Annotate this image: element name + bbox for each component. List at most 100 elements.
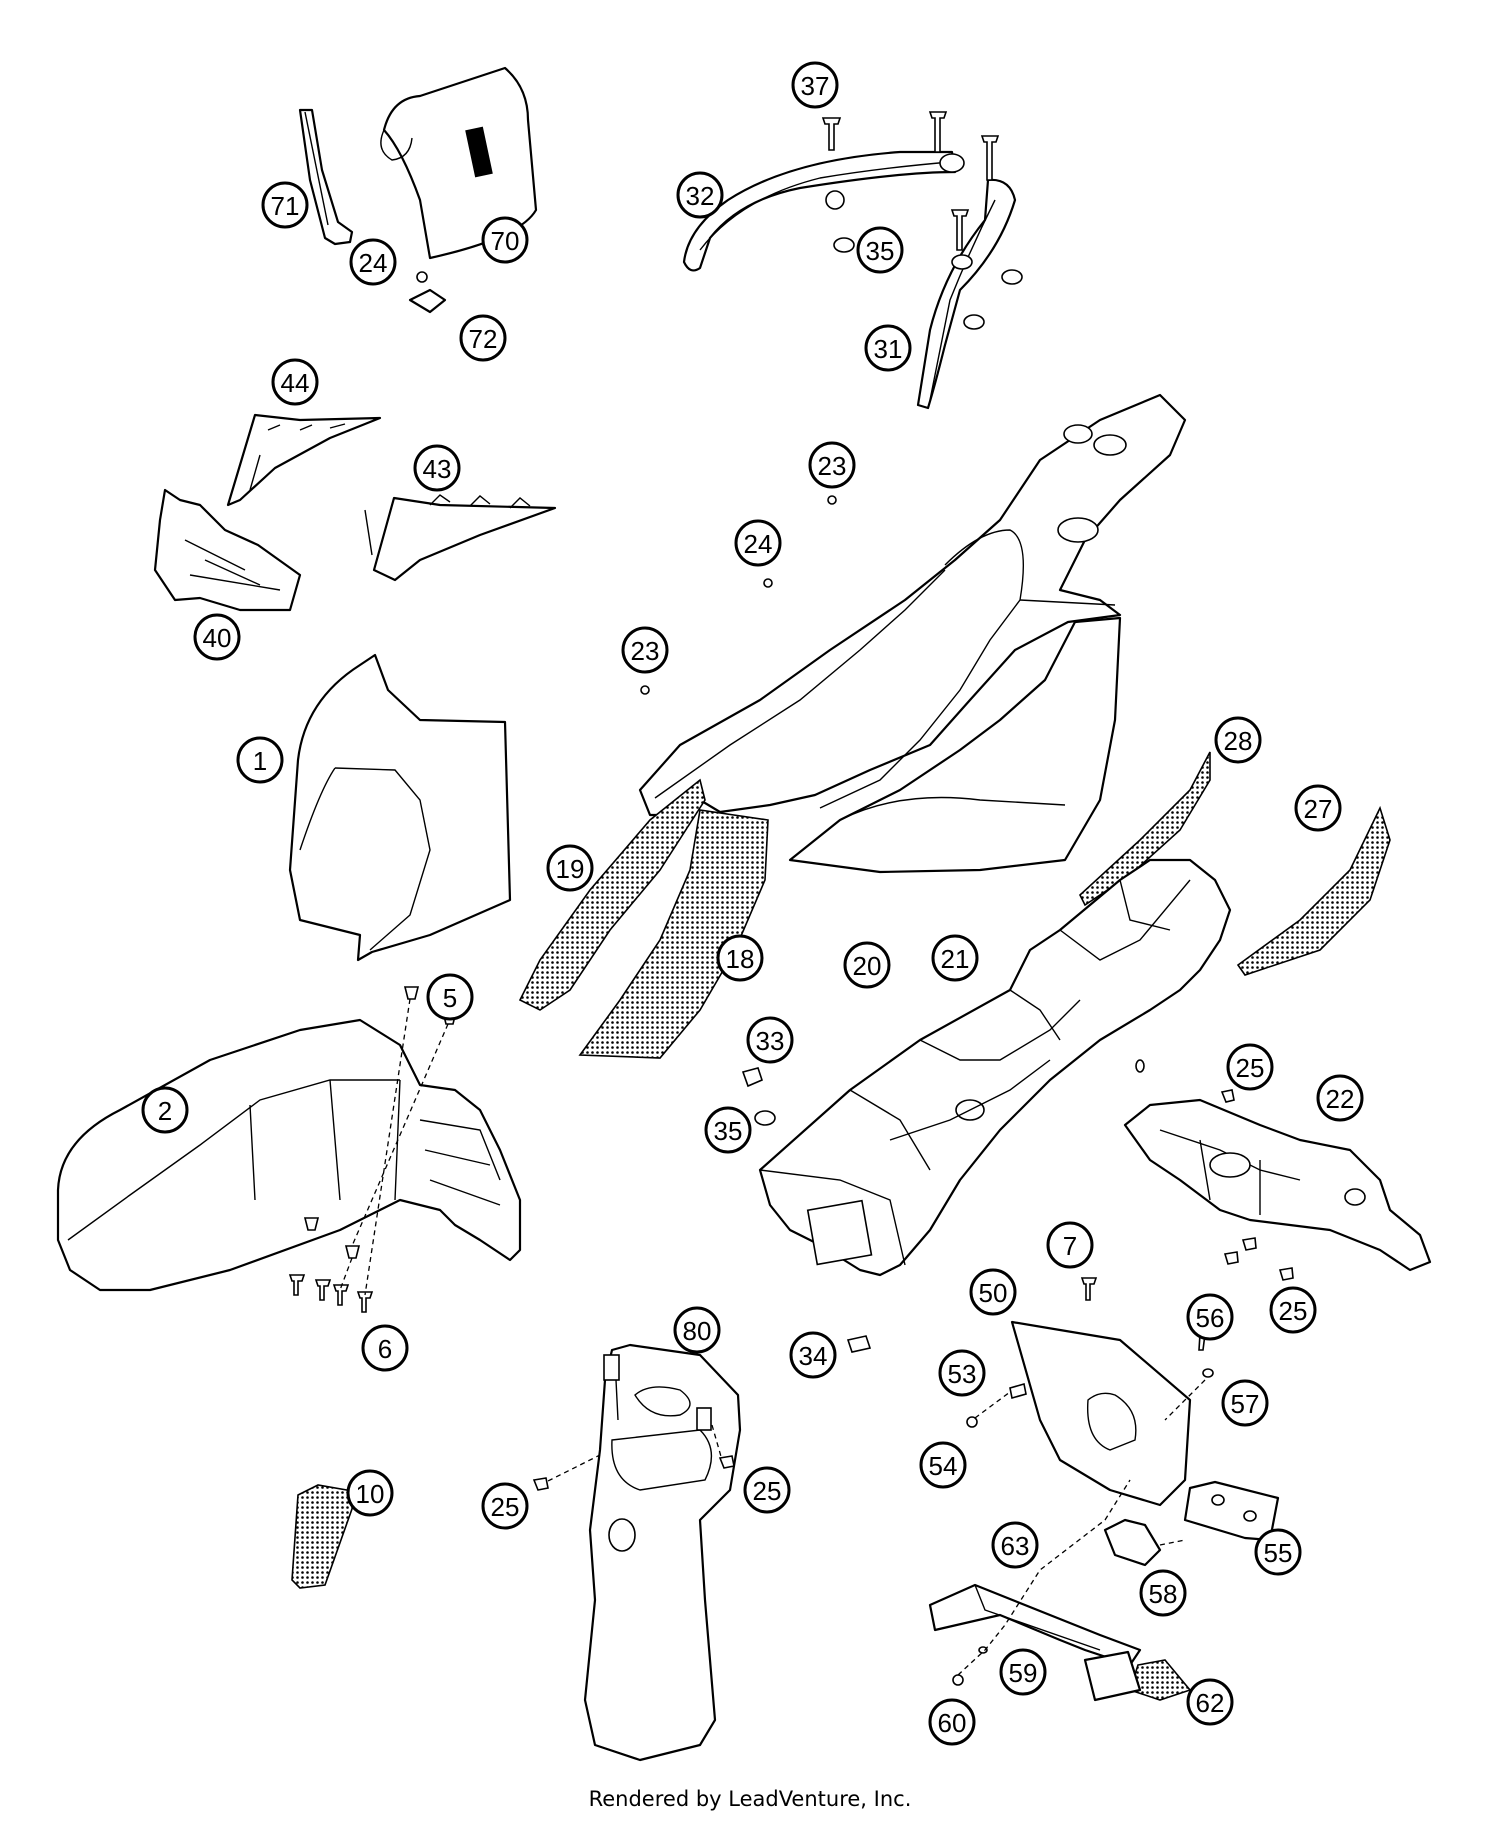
callout-18: 18 — [716, 934, 764, 982]
callout-label: 35 — [714, 1116, 743, 1146]
callout-59: 59 — [999, 1648, 1047, 1696]
part-decal-27 — [1236, 805, 1391, 976]
part-rear-mudflap — [1123, 1089, 1432, 1281]
part-tank-clips — [640, 495, 837, 695]
callout-label: 72 — [469, 324, 498, 354]
callout-label: 34 — [799, 1341, 828, 1371]
callout-label: 25 — [753, 1476, 782, 1506]
callout-label: 21 — [941, 944, 970, 974]
callout-35: 35 — [856, 226, 904, 274]
part-plate-light — [1183, 1480, 1280, 1542]
callout-71: 71 — [261, 181, 309, 229]
callout-label: 28 — [1224, 726, 1253, 756]
callout-25: 25 — [1269, 1286, 1317, 1334]
callout-50: 50 — [969, 1268, 1017, 1316]
callout-label: 10 — [356, 1479, 385, 1509]
callout-22: 22 — [1316, 1074, 1364, 1122]
callout-32: 32 — [676, 171, 724, 219]
part-decal-28 — [1079, 751, 1211, 907]
callout-60: 60 — [928, 1698, 976, 1746]
callout-63: 63 — [991, 1521, 1039, 1569]
callout-2: 2 — [141, 1086, 189, 1134]
callout-label: 55 — [1264, 1538, 1293, 1568]
part-strap — [298, 108, 354, 246]
callout-label: 54 — [929, 1451, 958, 1481]
callout-label: 57 — [1231, 1389, 1260, 1419]
callout-1: 1 — [236, 736, 284, 784]
parts-diagram: 3732353171702472444340232423128271920182… — [56, 61, 1432, 1762]
callout-57: 57 — [1221, 1379, 1269, 1427]
part-rear-fender-subframe — [758, 858, 1232, 1277]
callout-label: 53 — [948, 1359, 977, 1389]
callout-37: 37 — [791, 61, 839, 109]
callout-label: 58 — [1149, 1579, 1178, 1609]
part-grab-handle-right — [916, 178, 1017, 410]
callout-33: 33 — [746, 1016, 794, 1064]
callout-72: 72 — [459, 314, 507, 362]
callout-label: 1 — [253, 746, 267, 776]
callout-23: 23 — [808, 441, 856, 489]
callout-label: 25 — [1236, 1053, 1265, 1083]
callout-label: 50 — [979, 1278, 1008, 1308]
callout-label: 80 — [683, 1316, 712, 1346]
callout-25: 25 — [1226, 1043, 1274, 1091]
callout-40: 40 — [193, 613, 241, 661]
part-headlight-mask — [288, 653, 512, 962]
callout-label: 24 — [359, 248, 388, 278]
callout-label: 23 — [818, 451, 847, 481]
footer-credit: Rendered by LeadVenture, Inc. — [588, 1787, 912, 1811]
callout-label: 19 — [556, 854, 585, 884]
callout-6: 6 — [361, 1324, 409, 1372]
callout-23: 23 — [621, 626, 669, 674]
callout-7: 7 — [1046, 1221, 1094, 1269]
callout-43: 43 — [413, 444, 461, 492]
callout-label: 60 — [938, 1708, 967, 1738]
callout-54: 54 — [919, 1441, 967, 1489]
callout-label: 20 — [853, 951, 882, 981]
callout-24: 24 — [734, 519, 782, 567]
callout-label: 25 — [491, 1492, 520, 1522]
callout-5: 5 — [426, 973, 474, 1021]
callout-56: 56 — [1186, 1293, 1234, 1341]
callout-label: 32 — [686, 181, 715, 211]
part-decal-19 — [518, 778, 706, 1011]
callout-label: 18 — [726, 944, 755, 974]
part-small-clip — [846, 1335, 872, 1353]
part-reflector — [291, 1484, 360, 1589]
part-seat-cover — [380, 66, 538, 260]
callout-label: 59 — [1009, 1658, 1038, 1688]
callout-10: 10 — [346, 1469, 394, 1517]
part-grab-handle — [682, 150, 957, 272]
callout-label: 25 — [1279, 1296, 1308, 1326]
callout-label: 43 — [423, 454, 452, 484]
callout-label: 33 — [756, 1026, 785, 1056]
callout-19: 19 — [546, 844, 594, 892]
part-clip — [408, 271, 447, 314]
callout-label: 24 — [744, 529, 773, 559]
part-front-fender — [56, 1018, 522, 1292]
callout-55: 55 — [1254, 1528, 1302, 1576]
callout-35: 35 — [704, 1106, 752, 1154]
callout-label: 63 — [1001, 1531, 1030, 1561]
callout-label: 70 — [491, 226, 520, 256]
part-bolts — [821, 111, 1023, 330]
part-light-holder — [1103, 1518, 1186, 1567]
callout-21: 21 — [931, 934, 979, 982]
callout-label: 56 — [1196, 1303, 1225, 1333]
callout-label: 40 — [203, 623, 232, 653]
part-grommets — [741, 1059, 1145, 1126]
callout-label: 6 — [378, 1334, 392, 1364]
callout-27: 27 — [1294, 784, 1342, 832]
callout-53: 53 — [938, 1349, 986, 1397]
callout-label: 23 — [631, 636, 660, 666]
callout-62: 62 — [1186, 1678, 1234, 1726]
callout-label: 44 — [281, 368, 310, 398]
callout-label: 71 — [271, 191, 300, 221]
part-number-plate — [532, 1343, 742, 1762]
callout-24: 24 — [349, 238, 397, 286]
callout-label: 2 — [158, 1096, 172, 1126]
callout-25: 25 — [743, 1466, 791, 1514]
part-tank-shroud — [638, 393, 1187, 817]
callout-70: 70 — [481, 216, 529, 264]
